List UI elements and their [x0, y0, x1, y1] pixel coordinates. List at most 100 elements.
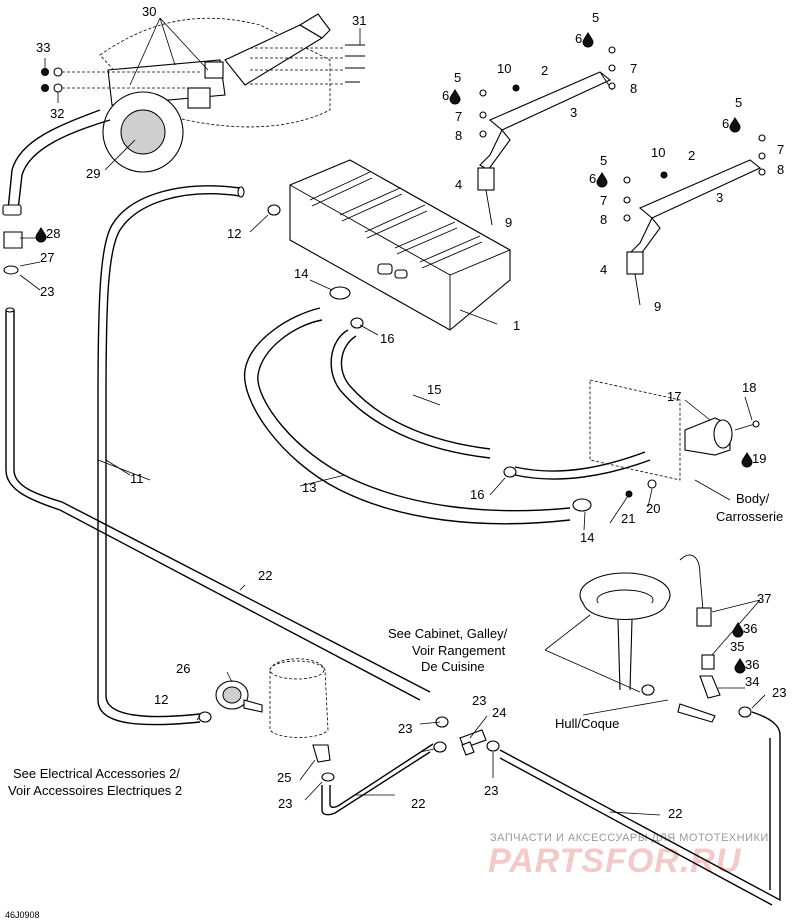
- sink: [579, 554, 752, 723]
- callout-36b: 36: [745, 657, 759, 672]
- sealant-drop-icons: [35, 32, 753, 674]
- callout-5b: 5: [454, 70, 461, 85]
- callout-33: 33: [36, 40, 50, 55]
- callout-7d: 7: [600, 193, 607, 208]
- callout-7b: 7: [455, 109, 462, 124]
- callout-29: 29: [86, 166, 100, 181]
- note-cabinet-line1: See Cabinet, Galley/: [388, 626, 508, 641]
- callout-1: 1: [513, 318, 520, 333]
- drop-icon: [35, 227, 47, 243]
- callout-34: 34: [745, 674, 759, 689]
- note-body-line1: Body/: [736, 491, 770, 506]
- callout-35: 35: [730, 639, 744, 654]
- drop-icon: [596, 172, 608, 188]
- callout-2b: 2: [688, 148, 695, 163]
- note-electrical-line2: Voir Accessoires Electriques 2: [8, 783, 182, 798]
- vent-hose-23-upper-inner: [17, 119, 111, 211]
- callout-2a: 2: [541, 63, 548, 78]
- callout-12b: 12: [154, 692, 168, 707]
- callout-32: 32: [50, 106, 64, 121]
- callout-23f: 23: [484, 783, 498, 798]
- callout-5a: 5: [592, 10, 599, 25]
- bracket-left: [477, 46, 616, 226]
- callout-4a: 4: [455, 177, 462, 192]
- callout-8d: 8: [600, 212, 607, 227]
- hose-11: [97, 185, 241, 726]
- callout-14a: 14: [294, 266, 308, 281]
- callout-6d: 6: [589, 171, 596, 186]
- callout-16a: 16: [380, 331, 394, 346]
- callout-14b: 14: [580, 530, 594, 545]
- drop-icon: [734, 658, 746, 674]
- hose-22-lower: [321, 751, 431, 816]
- callout-3a: 3: [570, 105, 577, 120]
- note-body-line2: Carrosserie: [716, 509, 783, 524]
- bracket-right: [623, 134, 766, 306]
- callout-5c: 5: [735, 95, 742, 110]
- callout-21: 21: [621, 511, 635, 526]
- note-hull: Hull/Coque: [555, 716, 619, 731]
- pump: [198, 658, 335, 782]
- callout-6a: 6: [575, 31, 582, 46]
- callout-17: 17: [667, 389, 681, 404]
- drop-icon: [449, 89, 461, 105]
- callout-4b: 4: [600, 262, 607, 277]
- callout-23e: 23: [472, 693, 486, 708]
- watermark-logo: PARTSFOR.RU: [488, 842, 742, 880]
- drop-icon: [729, 117, 741, 133]
- callout-20: 20: [646, 501, 660, 516]
- callout-10a: 10: [497, 61, 511, 76]
- drop-icon: [732, 622, 744, 638]
- callout-36a: 36: [743, 621, 757, 636]
- callout-8a: 8: [630, 81, 637, 96]
- callout-22c: 22: [668, 806, 682, 821]
- watermark-caption: ЗАПЧАСТИ И АКСЕССУАРЫ ДЛЯ МОТОТЕХНИКИ: [490, 832, 769, 844]
- diagram-reference-code: 46J0908: [5, 910, 40, 920]
- note-cabinet-line3: De Cuisine: [421, 659, 485, 674]
- callout-16b: 16: [470, 487, 484, 502]
- callout-5d: 5: [600, 153, 607, 168]
- callout-23a: 23: [40, 284, 54, 299]
- callout-23c: 23: [278, 796, 292, 811]
- leader-lines: [19, 17, 766, 816]
- callout-15: 15: [427, 382, 441, 397]
- callout-23b: 23: [772, 685, 786, 700]
- callout-3b: 3: [716, 190, 723, 205]
- callout-18: 18: [742, 380, 756, 395]
- callout-7a: 7: [630, 61, 637, 76]
- callout-23d: 23: [398, 721, 412, 736]
- callout-labels: 30 31 33 32 29 5 6 7 8 2 3 10 5 6 7 8 4 …: [36, 4, 786, 821]
- callout-27: 27: [40, 250, 54, 265]
- callout-31: 31: [352, 13, 366, 28]
- callout-22b: 22: [411, 796, 425, 811]
- callout-26: 26: [176, 661, 190, 676]
- callout-9b: 9: [654, 299, 661, 314]
- callout-22a: 22: [258, 568, 272, 583]
- callout-30: 30: [142, 4, 156, 19]
- filler-assembly: [41, 13, 365, 173]
- watermark: ЗАПЧАСТИ И АКСЕССУАРЫ ДЛЯ МОТОТЕХНИКИ PA…: [488, 832, 769, 880]
- callout-24: 24: [492, 705, 506, 720]
- note-cabinet-line2: Voir Rangement: [412, 643, 506, 658]
- callout-7c: 7: [777, 142, 784, 157]
- callout-37: 37: [757, 591, 771, 606]
- callout-12a: 12: [227, 226, 241, 241]
- callout-11: 11: [130, 471, 144, 486]
- note-electrical-line1: See Electrical Accessories 2/: [13, 766, 180, 781]
- callout-8b: 8: [455, 128, 462, 143]
- drop-icon: [582, 32, 594, 48]
- vent-hose-23-upper: [7, 109, 101, 211]
- callout-13: 13: [302, 480, 316, 495]
- callout-25: 25: [277, 770, 291, 785]
- callout-6b: 6: [442, 88, 449, 103]
- callout-9a: 9: [505, 215, 512, 230]
- callout-19: 19: [752, 451, 766, 466]
- hose-13: [243, 307, 571, 525]
- body-fitting: [589, 379, 760, 498]
- drop-icon: [741, 452, 753, 468]
- notes: Body/ Carrosserie See Cabinet, Galley/ V…: [5, 491, 783, 920]
- hose-15: [330, 329, 491, 459]
- callout-28: 28: [46, 226, 60, 241]
- callout-6c: 6: [722, 116, 729, 131]
